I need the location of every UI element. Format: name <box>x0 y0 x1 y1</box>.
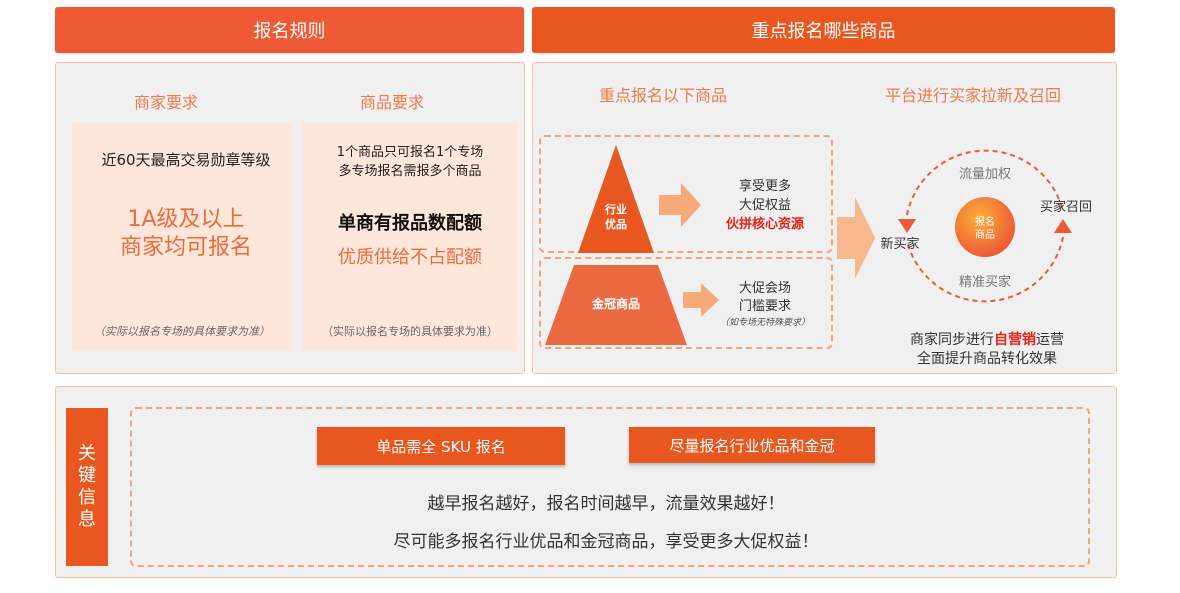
prefer-quality-button-label: 尽量报名行业优品和金冠 <box>669 436 835 455</box>
platform-footnote-1-highlight: 自营销 <box>994 332 1036 348</box>
benefit1-line2: 大促权益 <box>738 198 791 213</box>
merchant-requirements-card: 近60天最高交易勋章等级 1A级及以上 商家均可报名 （实际以报名专场的具体要求… <box>72 123 292 351</box>
cycle-center-label-2: 商品 <box>975 230 995 241</box>
cycle-right-label: 买家召回 <box>1039 200 1092 215</box>
golden-crown-box <box>539 257 833 349</box>
platform-footnote-1-post: 运营 <box>1036 332 1064 348</box>
rules-header: 报名规则 <box>55 7 524 53</box>
cycle-diagram <box>898 149 1072 303</box>
platform-footnote-1-pre: 商家同步进行 <box>910 332 994 348</box>
full-sku-button-label: 单品需全 SKU 报名 <box>376 437 506 456</box>
platform-footnote-1: 商家同步进行自营销运营 <box>873 329 1101 349</box>
focus-products-header-title: 重点报名哪些商品 <box>751 21 896 42</box>
benefit2-line2: 门槛要求 <box>738 299 791 314</box>
golden-crown-label: 金冠商品 <box>591 297 640 311</box>
industry-quality-label-2: 优品 <box>605 218 627 231</box>
merchant-medal-level: 近60天最高交易勋章等级 <box>101 151 271 169</box>
platform-subtitle: 平台进行买家拉新及召回 <box>884 86 1061 105</box>
merchant-eligible-big: 商家均可报名 <box>119 235 252 260</box>
key-info-panel: 关键信息 单品需全 SKU 报名 尽量报名行业优品和金冠 越早报名越好，报名时间… <box>55 386 1117 578</box>
benefit1-highlight: 伙拼核心资源 <box>725 217 804 232</box>
rules-panel: 商家要求 商品要求 近60天最高交易勋章等级 1A级及以上 商家均可报名 （实际… <box>55 62 525 374</box>
platform-footnote-2: 全面提升商品转化效果 <box>917 351 1057 367</box>
cycle-top-label: 流量加权 <box>958 167 1011 182</box>
arrow-right-icon <box>659 183 701 227</box>
product-rule-line2: 多专场报名需报多个商品 <box>338 164 482 179</box>
merchant-requirements-title: 商家要求 <box>133 93 198 112</box>
pyramid-top-triangle <box>578 145 654 253</box>
product-note: （实际以报名专场的具体要求为准） <box>322 325 498 338</box>
cycle-left-label: 新买家 <box>880 237 920 252</box>
merchant-note: （实际以报名专场的具体要求为准） <box>94 325 270 338</box>
product-rule-line1: 1个商品只可报名1个专场 <box>336 145 484 160</box>
merchant-level-big: 1A级及以上 <box>127 207 245 232</box>
industry-quality-label-1: 行业 <box>605 203 627 216</box>
pyramid-bottom-trapezoid <box>545 265 687 345</box>
cycle-center-label-1: 报名 <box>975 217 995 228</box>
arrow-right-icon <box>683 283 719 317</box>
key-info-line2: 尽可能多报名行业优品和金冠商品，享受更多大促权益！ <box>393 532 819 552</box>
key-info-line1: 越早报名越好，报名时间越早，流量效果越好！ <box>427 494 785 514</box>
industry-quality-box <box>539 135 833 253</box>
cycle-center-circle <box>955 197 1015 257</box>
rules-header-title: 报名规则 <box>253 21 326 42</box>
benefit2-note: （如专场无特殊要求） <box>719 318 810 328</box>
key-info-dashed-box <box>130 407 1090 567</box>
product-quota-bold: 单商有报品数配额 <box>338 213 482 234</box>
key-info-side-label-text: 关键信息 <box>78 443 96 530</box>
benefit1-line1: 享受更多 <box>738 179 791 194</box>
key-info-side-label: 关键信息 <box>66 408 108 566</box>
cycle-bottom-label: 精准买家 <box>958 275 1011 290</box>
big-arrow-right-icon <box>837 197 875 279</box>
focus-products-header: 重点报名哪些商品 <box>532 7 1115 53</box>
focus-products-subtitle: 重点报名以下商品 <box>598 86 727 105</box>
product-requirements-card: 1个商品只可报名1个专场 多专场报名需报多个商品 单商有报品数配额 优质供给不占… <box>302 123 518 351</box>
product-requirements-title: 商品要求 <box>359 93 424 112</box>
focus-products-panel: 重点报名以下商品 平台进行买家拉新及召回 行业 优品 金冠商品 享受更多 大促权… <box>532 62 1117 374</box>
cycle-arrowhead-left <box>898 219 916 233</box>
full-sku-button: 单品需全 SKU 报名 <box>317 427 565 465</box>
product-quota-orange: 优质供给不占配额 <box>338 247 482 268</box>
cycle-arc-bottom <box>906 236 1064 303</box>
cycle-arrowhead-right <box>1054 219 1072 233</box>
pyramid-diagram <box>545 145 687 345</box>
benefit2-line1: 大促会场 <box>738 281 791 296</box>
prefer-quality-button: 尽量报名行业优品和金冠 <box>629 427 875 463</box>
cycle-arc-top <box>906 149 1064 216</box>
